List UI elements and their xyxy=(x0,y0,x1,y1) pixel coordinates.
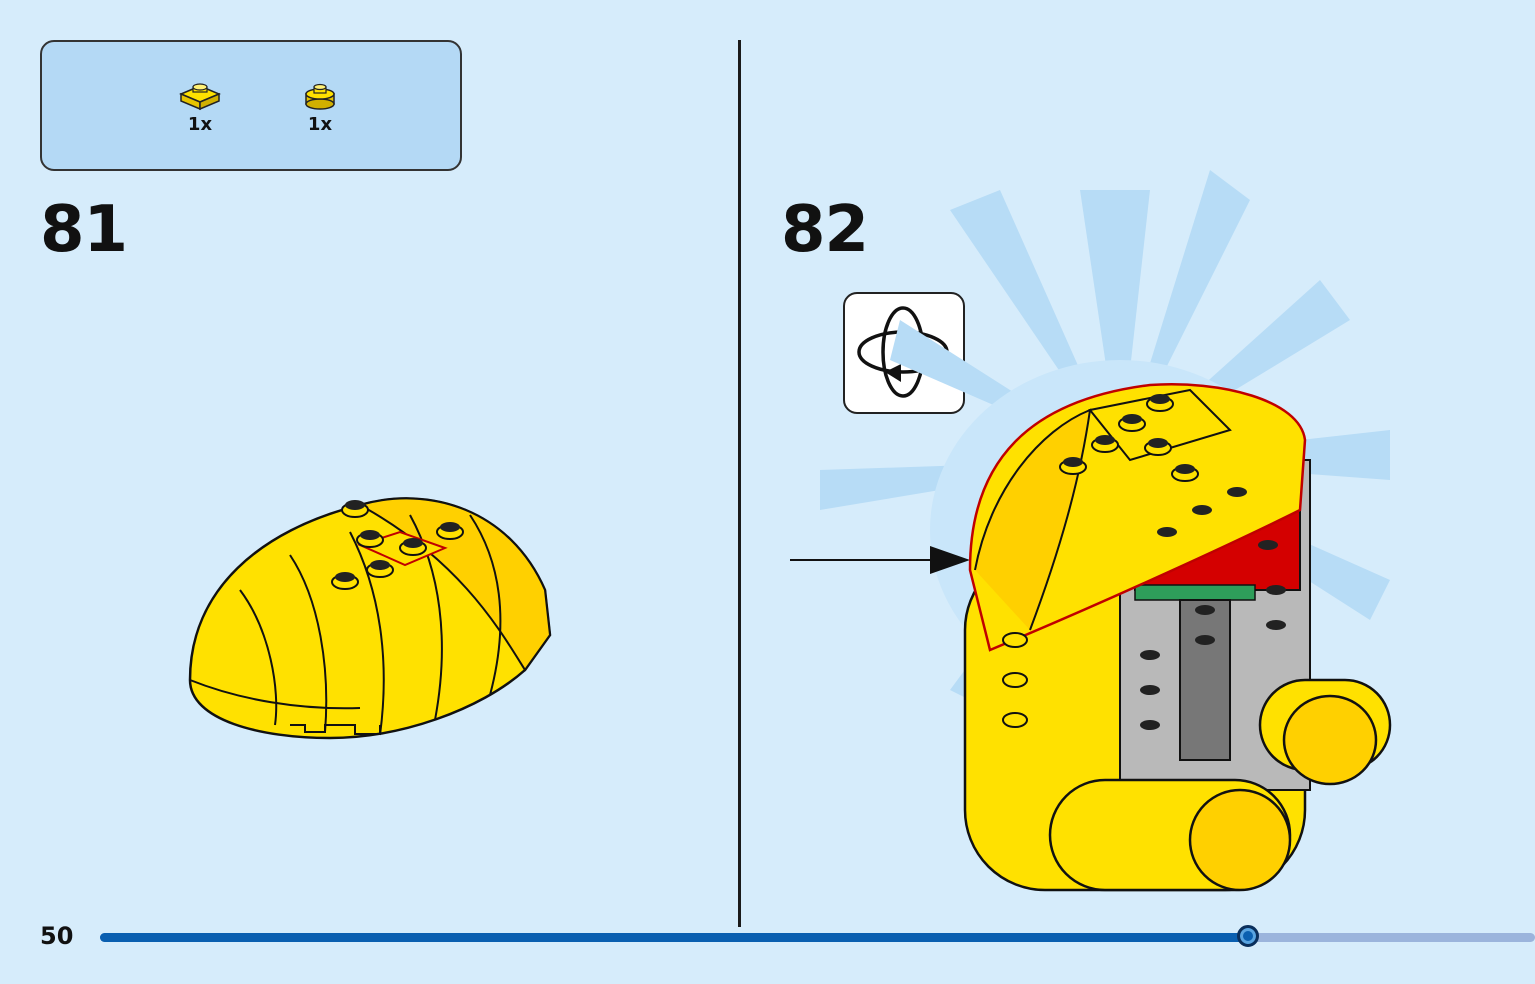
part-item: 1x xyxy=(290,80,350,135)
part-quantity: 1x xyxy=(307,114,333,135)
yellow-plate-1x1-icon xyxy=(179,83,221,111)
page-number: 50 xyxy=(40,922,74,950)
step-82-assembly xyxy=(790,170,1392,892)
yellow-round-plate-1x1-icon xyxy=(305,83,335,110)
progress-marker xyxy=(1237,925,1259,947)
progress-fill xyxy=(100,933,1248,942)
step-number-82: 82 xyxy=(781,193,869,267)
part-quantity: 1x xyxy=(187,114,213,135)
step-divider xyxy=(738,40,741,927)
step-81-dome-assembly xyxy=(188,497,552,740)
parts-callout: 1x 1x xyxy=(40,40,462,171)
step-number-81: 81 xyxy=(40,193,128,267)
progress-bar xyxy=(100,925,1535,947)
part-item: 1x xyxy=(170,80,230,135)
